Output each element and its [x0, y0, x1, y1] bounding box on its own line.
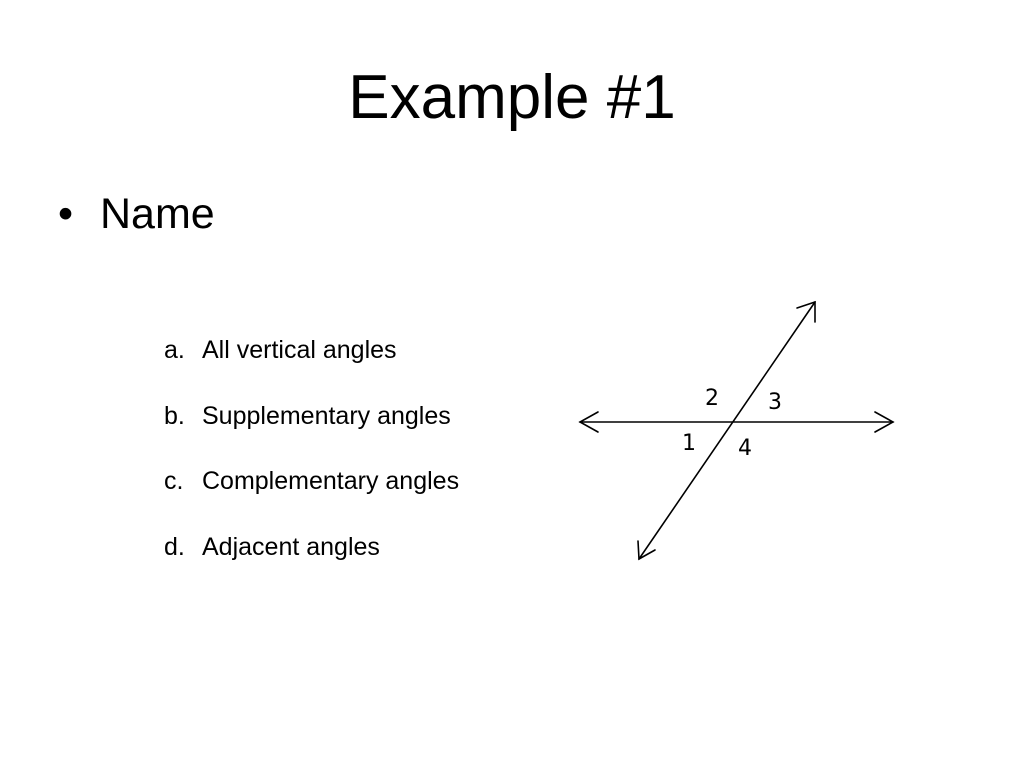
- option-text: Complementary angles: [202, 467, 460, 495]
- bullet-item-name: • Name: [58, 188, 215, 240]
- option-letter: b.: [164, 401, 185, 430]
- option-d: d. Adjacent angles: [164, 531, 459, 597]
- option-text: Adjacent angles: [202, 532, 380, 561]
- option-letter: a.: [164, 336, 185, 364]
- option-b: b. Supplementary angles: [164, 400, 459, 466]
- arrowhead-bottom-icon: [637, 540, 656, 561]
- angle-label-4: 4: [738, 436, 752, 461]
- option-a: a. All vertical angles: [164, 334, 459, 400]
- option-text: All vertical angles: [202, 336, 397, 364]
- angle-label-1: 1: [682, 431, 696, 456]
- arrowhead-right-icon: [874, 411, 895, 433]
- arrowhead-left-icon: [578, 411, 599, 433]
- options-list: a. All vertical angles b. Supplementary an…: [164, 334, 459, 596]
- bullet-icon: •: [58, 190, 74, 238]
- angle-label-3: 3: [768, 390, 782, 415]
- angle-label-2: 2: [705, 386, 719, 411]
- slide-title: Example #1: [348, 63, 676, 132]
- option-letter: c.: [164, 467, 184, 495]
- option-c: c. Complementary angles: [164, 465, 459, 531]
- option-letter: d.: [164, 532, 185, 561]
- option-text: Supplementary angles: [202, 401, 451, 430]
- transversal-line: [638, 301, 816, 560]
- arrowhead-top-icon: [796, 300, 816, 323]
- bullet-text: Name: [100, 190, 215, 238]
